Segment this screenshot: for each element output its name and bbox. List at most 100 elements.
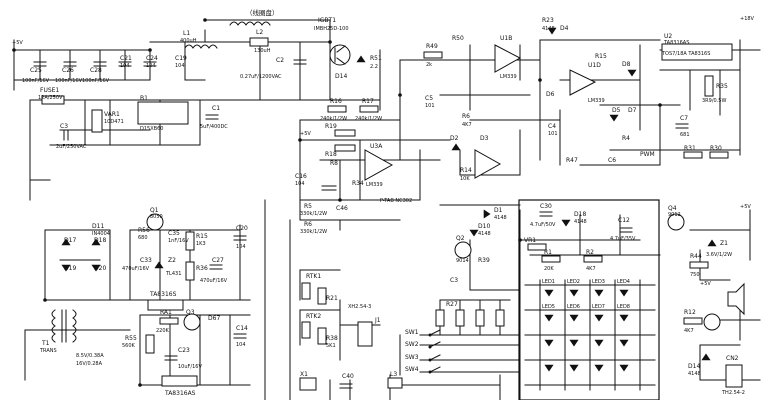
pot-vr1 xyxy=(527,243,547,251)
label-r16-val: 240k/1/2W xyxy=(320,116,347,122)
diode-d1 xyxy=(483,209,491,219)
wiring xyxy=(13,19,761,400)
led-cells xyxy=(544,289,629,372)
label-l1: L1 xyxy=(183,30,190,37)
label-c7-val: 681 xyxy=(680,132,690,138)
label-sw3: SW3 xyxy=(405,354,419,361)
diode-d2 xyxy=(451,143,461,151)
label-q1: Q1 xyxy=(150,207,159,214)
label-led1: LED1 xyxy=(542,279,555,285)
resistor-r2 xyxy=(583,255,603,263)
resistor-r16 xyxy=(327,105,347,113)
label-q4: Q4 xyxy=(668,205,677,212)
capacitor-c23 xyxy=(164,355,178,361)
resistor-r30 xyxy=(709,151,729,159)
label-d1: D1 xyxy=(494,207,503,214)
label-ra1: RA1 xyxy=(160,309,172,316)
label-var1: VAR1 xyxy=(104,111,120,118)
regulator-u5 xyxy=(161,375,198,387)
label-xh2: XH2.54-3 xyxy=(348,304,371,310)
label-c2: C2 xyxy=(276,57,284,64)
label-d14b: D14 xyxy=(688,363,700,370)
label-c1-val: 5uF/400DC xyxy=(200,124,228,130)
label-r55-val: 560K xyxy=(122,343,136,349)
label-d67: D67 xyxy=(208,315,220,322)
connector-j1 xyxy=(357,321,373,347)
label-c1: C1 xyxy=(212,105,220,112)
resistor-r21 xyxy=(317,287,327,305)
label-led5: LED5 xyxy=(542,304,555,310)
label-c4-val: 101 xyxy=(548,131,558,137)
label-b1: B1 xyxy=(140,95,148,102)
label-r1-val: 20K xyxy=(544,266,554,272)
buzzer xyxy=(727,282,745,316)
label-u2-alt: TOS7/18A TA8316S xyxy=(661,51,710,57)
label-q3: Q3 xyxy=(186,309,195,316)
varistor xyxy=(91,109,103,133)
transistor-q5 xyxy=(703,313,721,331)
label-d10: D10 xyxy=(478,223,490,230)
label-d19: D19 xyxy=(64,265,76,272)
connector-cn2 xyxy=(725,364,743,388)
resistor-r12 xyxy=(683,317,703,325)
label-c4: C4 xyxy=(548,123,556,130)
label-c16: C16 xyxy=(295,173,307,180)
label-l1-val: 400uH xyxy=(180,38,197,44)
label-vr1: VR1 xyxy=(524,237,536,244)
led-matrix xyxy=(518,199,660,400)
label-c23-val: 10uF/16V xyxy=(178,364,202,370)
label-sw4: SW4 xyxy=(405,366,419,373)
label-c12: C12 xyxy=(618,217,630,224)
comparator-u3a xyxy=(364,149,394,181)
diode-d18b xyxy=(561,219,571,227)
inductor-l1 xyxy=(184,44,218,49)
label-r15b: R15 xyxy=(196,233,208,240)
label-r5: R5 xyxy=(304,203,312,210)
label-d1-part: 4148 xyxy=(494,215,507,221)
label-sw2: SW2 xyxy=(405,341,419,348)
label-rtk1: RTK1 xyxy=(306,273,321,280)
transistor-q4 xyxy=(667,213,685,231)
label-fuse: FUSE1 xyxy=(40,87,59,94)
resistor-pull-2 xyxy=(495,309,505,327)
label-u1d-part: LM339 xyxy=(588,98,605,104)
label-d6: D6 xyxy=(546,91,555,98)
label-d18b: D18 xyxy=(574,211,586,218)
resistor-pull-1 xyxy=(475,309,485,327)
label-igbt1-part: IMBH25D-100 xyxy=(314,26,349,32)
label-t1-val: 8.5V/0.38A xyxy=(76,353,104,359)
diode-d5 xyxy=(609,114,619,122)
label-l2: L2 xyxy=(256,29,263,36)
label-led3: LED3 xyxy=(592,279,605,285)
capacitor-c40 xyxy=(339,383,353,389)
label-r56: R56 xyxy=(138,227,150,234)
label-r56-val: 680 xyxy=(138,235,148,241)
label-coil: （线圈盘） xyxy=(246,8,279,17)
label-r1: R1 xyxy=(544,249,552,256)
label-c33: C33 xyxy=(140,257,152,264)
label-c14-val: 104 xyxy=(236,342,246,348)
regulator-z2 xyxy=(154,261,164,269)
label-d11: D11 xyxy=(92,223,104,230)
label-r30: R30 xyxy=(710,145,722,152)
label-r14-val: 10K xyxy=(460,176,470,182)
transistor-q3 xyxy=(183,313,201,331)
label-fuse-val: 12A/250V xyxy=(38,95,63,101)
label-r2-val: 4K7 xyxy=(586,266,596,272)
inductor-l2 xyxy=(249,37,269,47)
label-pwm: PWM xyxy=(640,151,655,158)
label-c3: C3 xyxy=(60,123,68,130)
resistor-r35 xyxy=(704,75,714,97)
resistor-r55 xyxy=(145,334,155,354)
crystal-x1 xyxy=(299,377,317,391)
label-r34: R34 xyxy=(352,180,364,187)
label-r6b-val: 330k/1/2W xyxy=(300,229,327,235)
label-t1: T1 xyxy=(41,340,50,347)
capacitor-c7 xyxy=(675,123,689,129)
capacitor-bank xyxy=(33,61,157,67)
label-led2: LED2 xyxy=(567,279,580,285)
diode-d4 xyxy=(547,27,557,35)
label-c2-val: 0.27uF/1200VAC xyxy=(240,74,282,80)
resistor-r49 xyxy=(423,51,443,59)
label-c12-val: 4.7uF/35V xyxy=(610,236,636,242)
